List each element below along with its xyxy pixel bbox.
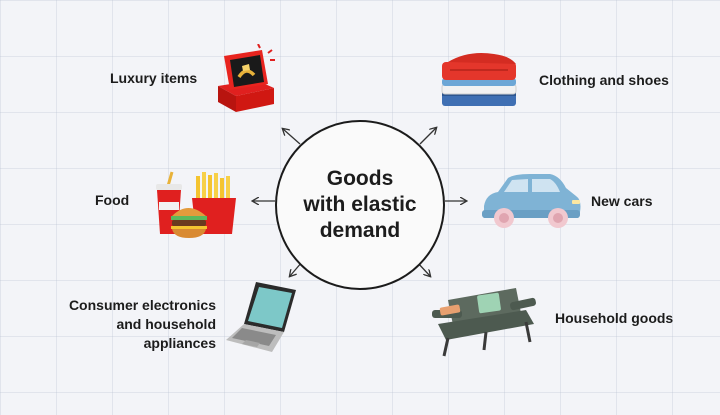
label-food: Food bbox=[95, 192, 130, 208]
label-consumer-electronics: Consumer electronics and household appli… bbox=[68, 297, 216, 351]
car-icon bbox=[482, 174, 581, 228]
ring-box-icon bbox=[218, 44, 275, 112]
label-household-goods: Household goods bbox=[555, 310, 674, 326]
folded-clothes-icon bbox=[441, 53, 517, 106]
label-clothing-and-shoes: Clothing and shoes bbox=[539, 72, 669, 88]
arrow-luxury bbox=[283, 129, 301, 145]
center-title: Goods with elastic demand bbox=[303, 167, 417, 242]
laptop-icon bbox=[226, 282, 296, 352]
label-new-cars: New cars bbox=[591, 193, 653, 209]
center-node: Goods with elastic demand bbox=[275, 120, 445, 290]
sofa-icon bbox=[432, 288, 536, 357]
fast-food-icon bbox=[156, 171, 236, 238]
label-luxury-items: Luxury items bbox=[110, 70, 198, 86]
arrow-clothing bbox=[419, 128, 436, 145]
